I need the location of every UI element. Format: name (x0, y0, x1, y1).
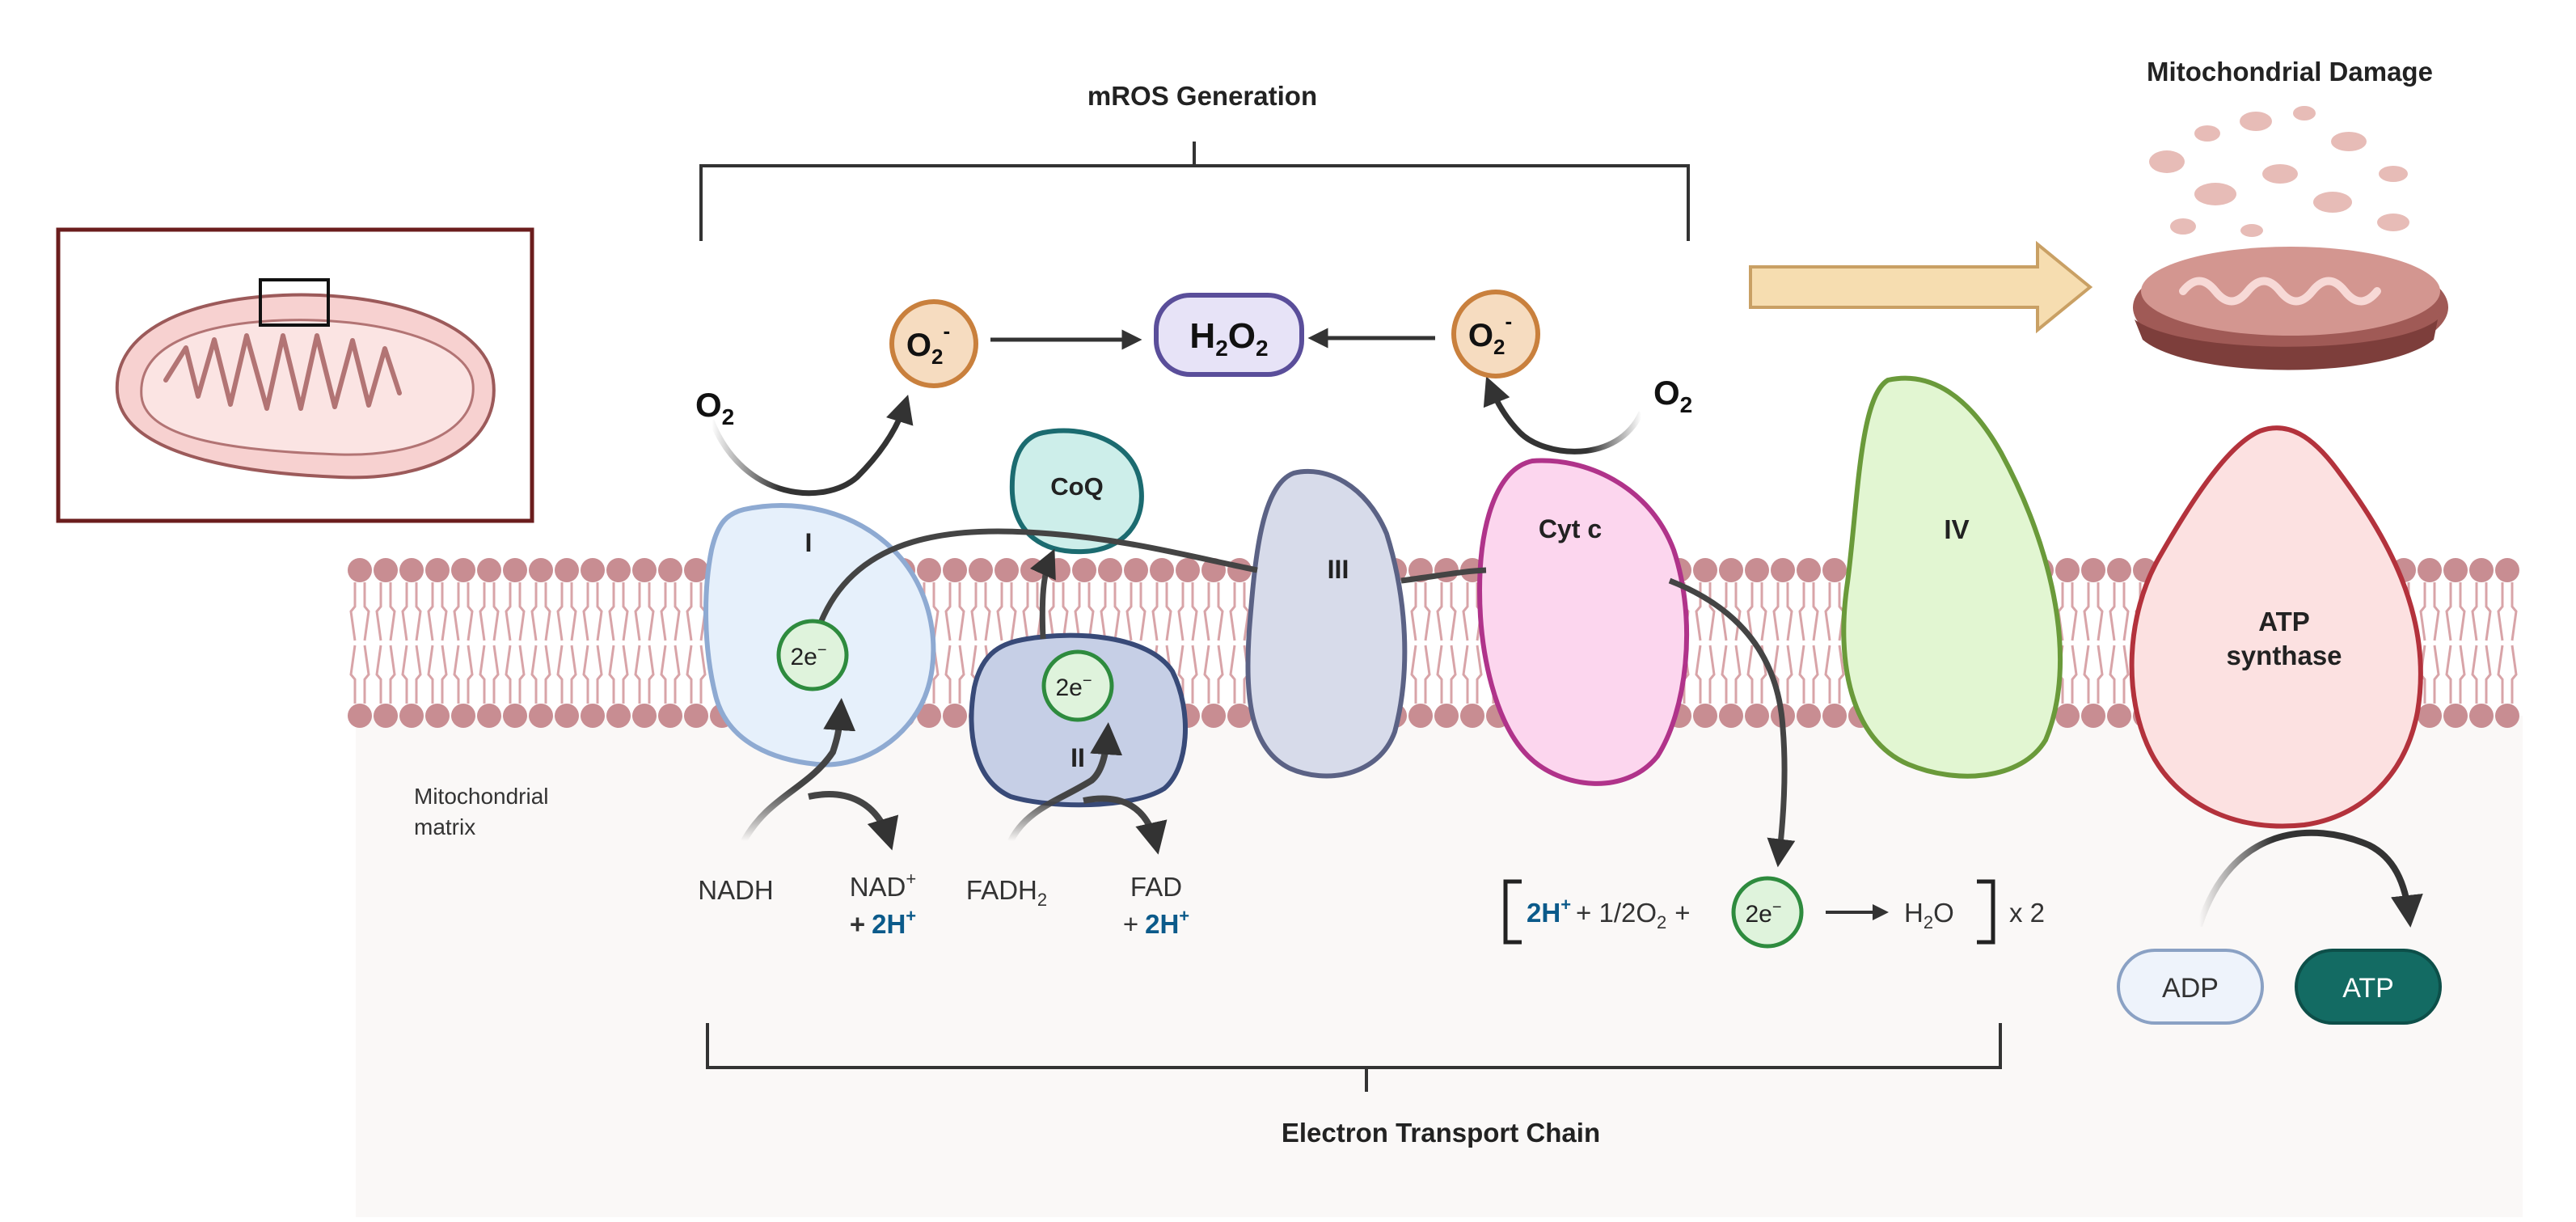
fad-label: FAD (1130, 872, 1182, 902)
electron-path-3 (1668, 577, 1796, 868)
o2-left-arrow (708, 394, 914, 497)
h2o2: H2O2 (1154, 293, 1304, 377)
svg-text:O2-: O2- (906, 319, 950, 369)
mitochondrion-inset (56, 227, 534, 523)
atp-label: ATP (2342, 973, 2394, 1004)
nadh-label: NADH (698, 875, 774, 905)
complex-iii-label: III (1328, 555, 1349, 584)
electron-path-coq (1029, 548, 1056, 640)
etc-heading: Electron Transport Chain (1282, 1118, 1600, 1148)
svg-text:O2-: O2- (1468, 309, 1512, 359)
cytochrome-c-label: Cyt c (1539, 514, 1602, 543)
complex-ii-label: II (1071, 743, 1085, 772)
nadh-arrow-down (808, 791, 899, 851)
times-two-label: x 2 (2009, 898, 2045, 928)
electron-ii: 2e− (1041, 649, 1114, 722)
fad-h-label: +2H+ (1123, 906, 1189, 939)
damage-arrow (1749, 240, 2093, 334)
coq-label: CoQ (1050, 472, 1103, 501)
electron-path-1 (817, 528, 1258, 624)
electron-reaction: 2e− (1731, 876, 1804, 949)
atp-synthase-label-2: synthase (2226, 641, 2342, 670)
mros-bracket (699, 142, 1690, 241)
electron-i: 2e− (776, 619, 849, 691)
damage-heading: Mitochondrial Damage (2147, 57, 2433, 87)
atp-synthase (2129, 425, 2423, 829)
electron-path-2 (1400, 567, 1487, 584)
cytochrome-c (1476, 458, 1690, 786)
nad-label: NAD+ (850, 869, 917, 902)
water-label: H2O (1904, 898, 1954, 932)
svg-text:2e−: 2e− (1055, 672, 1092, 701)
nadh-arrow-up (741, 698, 856, 843)
svg-text:2e−: 2e− (1745, 899, 1781, 928)
complex-iii (1245, 468, 1408, 779)
matrix-label-2: matrix (414, 814, 475, 839)
adp-atp-arrow (2196, 829, 2423, 928)
superoxide-left: O2- (889, 299, 978, 388)
mros-heading: mROS Generation (1087, 81, 1317, 111)
reaction-left: 2H++ 1/2O2+ (1527, 894, 1691, 932)
o2-right-arrow (1483, 376, 1645, 455)
reaction-bracket-left (1503, 879, 1522, 945)
atp-pill (2295, 949, 2442, 1025)
svg-text:2e−: 2e− (790, 641, 826, 670)
adp-pill (2117, 949, 2264, 1025)
fadh-arrow-down (1083, 795, 1168, 855)
complex-i-label: I (805, 528, 813, 557)
fadh-arrow-up (1007, 722, 1123, 843)
atp-synthase-label-1: ATP (2258, 607, 2310, 636)
fadh2-label: FADH2 (966, 875, 1047, 910)
svg-text:H2O2: H2O2 (1189, 316, 1268, 361)
nad-h-label: +2H+ (850, 906, 916, 939)
matrix-label-1: Mitochondrial (414, 784, 549, 809)
o2-left-label: O2 (695, 386, 734, 429)
complex-iv (1841, 375, 2063, 779)
coq (1009, 428, 1144, 555)
adp-label: ADP (2162, 973, 2219, 1004)
etc-bracket (706, 1023, 2002, 1092)
o2-right-label: O2 (1653, 374, 1692, 417)
reaction-bracket-right (1977, 879, 1995, 945)
superoxide-right: O2- (1451, 290, 1540, 378)
complex-iv-label: IV (1944, 514, 1969, 544)
damaged-mitochondrion (2133, 106, 2448, 370)
